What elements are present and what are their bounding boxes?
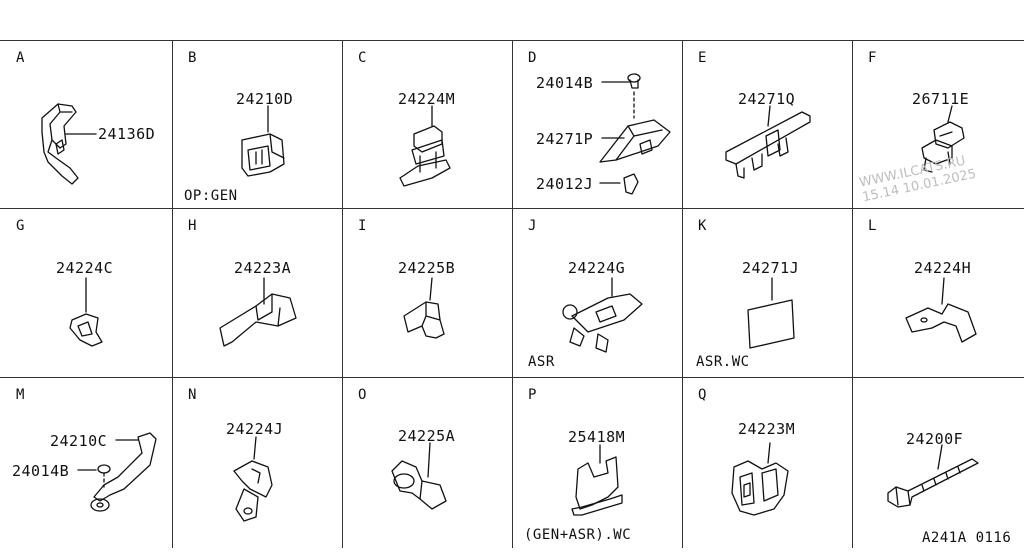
clamp-illustration	[905, 277, 977, 343]
part-number-label: 24200F	[906, 430, 964, 448]
clamp-illustration	[233, 436, 273, 522]
clip-illustration	[241, 105, 285, 177]
clip-illustration	[391, 442, 447, 510]
cable-tie-illustration	[887, 444, 979, 508]
cell-letter: O	[358, 387, 367, 403]
part-number-label: 24014B	[12, 462, 70, 480]
part-note: OP:GEN	[184, 188, 238, 204]
column-divider	[512, 40, 513, 548]
cell-letter: H	[188, 218, 197, 234]
part-note: ASR.WC	[696, 354, 750, 370]
cell-letter: K	[698, 218, 707, 234]
cell-q[interactable]: Q 24223M	[682, 377, 852, 548]
cell-h[interactable]: H 24223A	[172, 208, 342, 377]
part-number-label: 24271P	[536, 130, 594, 148]
cell-b[interactable]: B 24210D OP:GEN	[172, 40, 342, 208]
part-number-label: 24224M	[398, 90, 456, 108]
column-divider	[852, 40, 853, 548]
bracket-with-bolt-illustration	[77, 432, 157, 512]
part-note: (GEN+ASR).WC	[524, 527, 632, 543]
cell-letter: P	[528, 387, 537, 403]
cell-j[interactable]: J 24224G ASR	[512, 208, 682, 377]
clip-illustration	[921, 105, 965, 173]
column-divider	[172, 40, 173, 548]
cell-letter: I	[358, 218, 367, 234]
cell-f[interactable]: F 26711E	[852, 40, 1024, 208]
cell-m[interactable]: M 24210C 24014B	[0, 377, 172, 548]
clamp-illustration	[731, 442, 789, 516]
part-number-label: 25418M	[568, 428, 626, 446]
part-number-label: 24210D	[236, 90, 294, 108]
column-divider	[342, 40, 343, 548]
cell-letter: C	[358, 50, 367, 66]
part-number-label: 24271J	[742, 259, 800, 277]
cell-letter: G	[16, 218, 25, 234]
part-number-label: 24225A	[398, 427, 456, 445]
part-number-label: 24271Q	[738, 90, 796, 108]
part-note: ASR	[528, 354, 555, 370]
diagram-code: A241A 0116	[922, 530, 1012, 546]
cell-n[interactable]: N 24224J	[172, 377, 342, 548]
bracket-illustration	[571, 444, 623, 516]
part-number-label: 26711E	[912, 90, 970, 108]
cell-letter: F	[868, 50, 877, 66]
part-number-label: 24224C	[56, 259, 114, 277]
cell-letter: N	[188, 387, 197, 403]
clip-illustration	[399, 105, 451, 187]
cell-l[interactable]: L 24224H	[852, 208, 1024, 377]
cell-c[interactable]: C 24224M	[342, 40, 512, 208]
part-number-label: 24014B	[536, 74, 594, 92]
part-number-label: 24224H	[914, 259, 972, 277]
cell-r[interactable]: 24200F	[852, 377, 1024, 548]
bracket-with-fasteners-illustration	[599, 73, 671, 195]
part-number-label: 24223M	[738, 420, 796, 438]
part-number-label: 24136D	[98, 125, 156, 143]
bracket-illustration	[41, 103, 97, 185]
cell-letter: D	[528, 50, 537, 66]
part-number-label: 24210C	[50, 432, 108, 450]
cell-letter: E	[698, 50, 707, 66]
cell-letter: B	[188, 50, 197, 66]
bracket-illustration	[562, 277, 643, 353]
cell-letter: Q	[698, 387, 707, 403]
cell-k[interactable]: K 24271J ASR.WC	[682, 208, 852, 377]
clamp-illustration	[69, 277, 103, 347]
pad-illustration	[747, 277, 795, 349]
part-number-label: 24224J	[226, 420, 284, 438]
cell-a[interactable]: A 24136D	[0, 40, 172, 208]
protector-illustration	[725, 105, 811, 179]
cell-letter: J	[528, 218, 537, 234]
cell-g[interactable]: G 24224C	[0, 208, 172, 377]
cell-letter: L	[868, 218, 877, 234]
cell-o[interactable]: O 24225A	[342, 377, 512, 548]
clip-illustration	[403, 277, 445, 339]
part-number-label: 24225B	[398, 259, 456, 277]
part-number-label: 24012J	[536, 175, 594, 193]
cell-d[interactable]: D 24014B 24271P 24012J	[512, 40, 682, 208]
part-number-label: 24223A	[234, 259, 292, 277]
cell-i[interactable]: I 24225B	[342, 208, 512, 377]
cell-letter: M	[16, 387, 25, 403]
part-number-label: 24224G	[568, 259, 626, 277]
cell-p[interactable]: P 25418M (GEN+ASR).WC	[512, 377, 682, 548]
cell-letter: A	[16, 50, 25, 66]
column-divider	[682, 40, 683, 548]
bracket-illustration	[219, 277, 297, 347]
cell-e[interactable]: E 24271Q	[682, 40, 852, 208]
